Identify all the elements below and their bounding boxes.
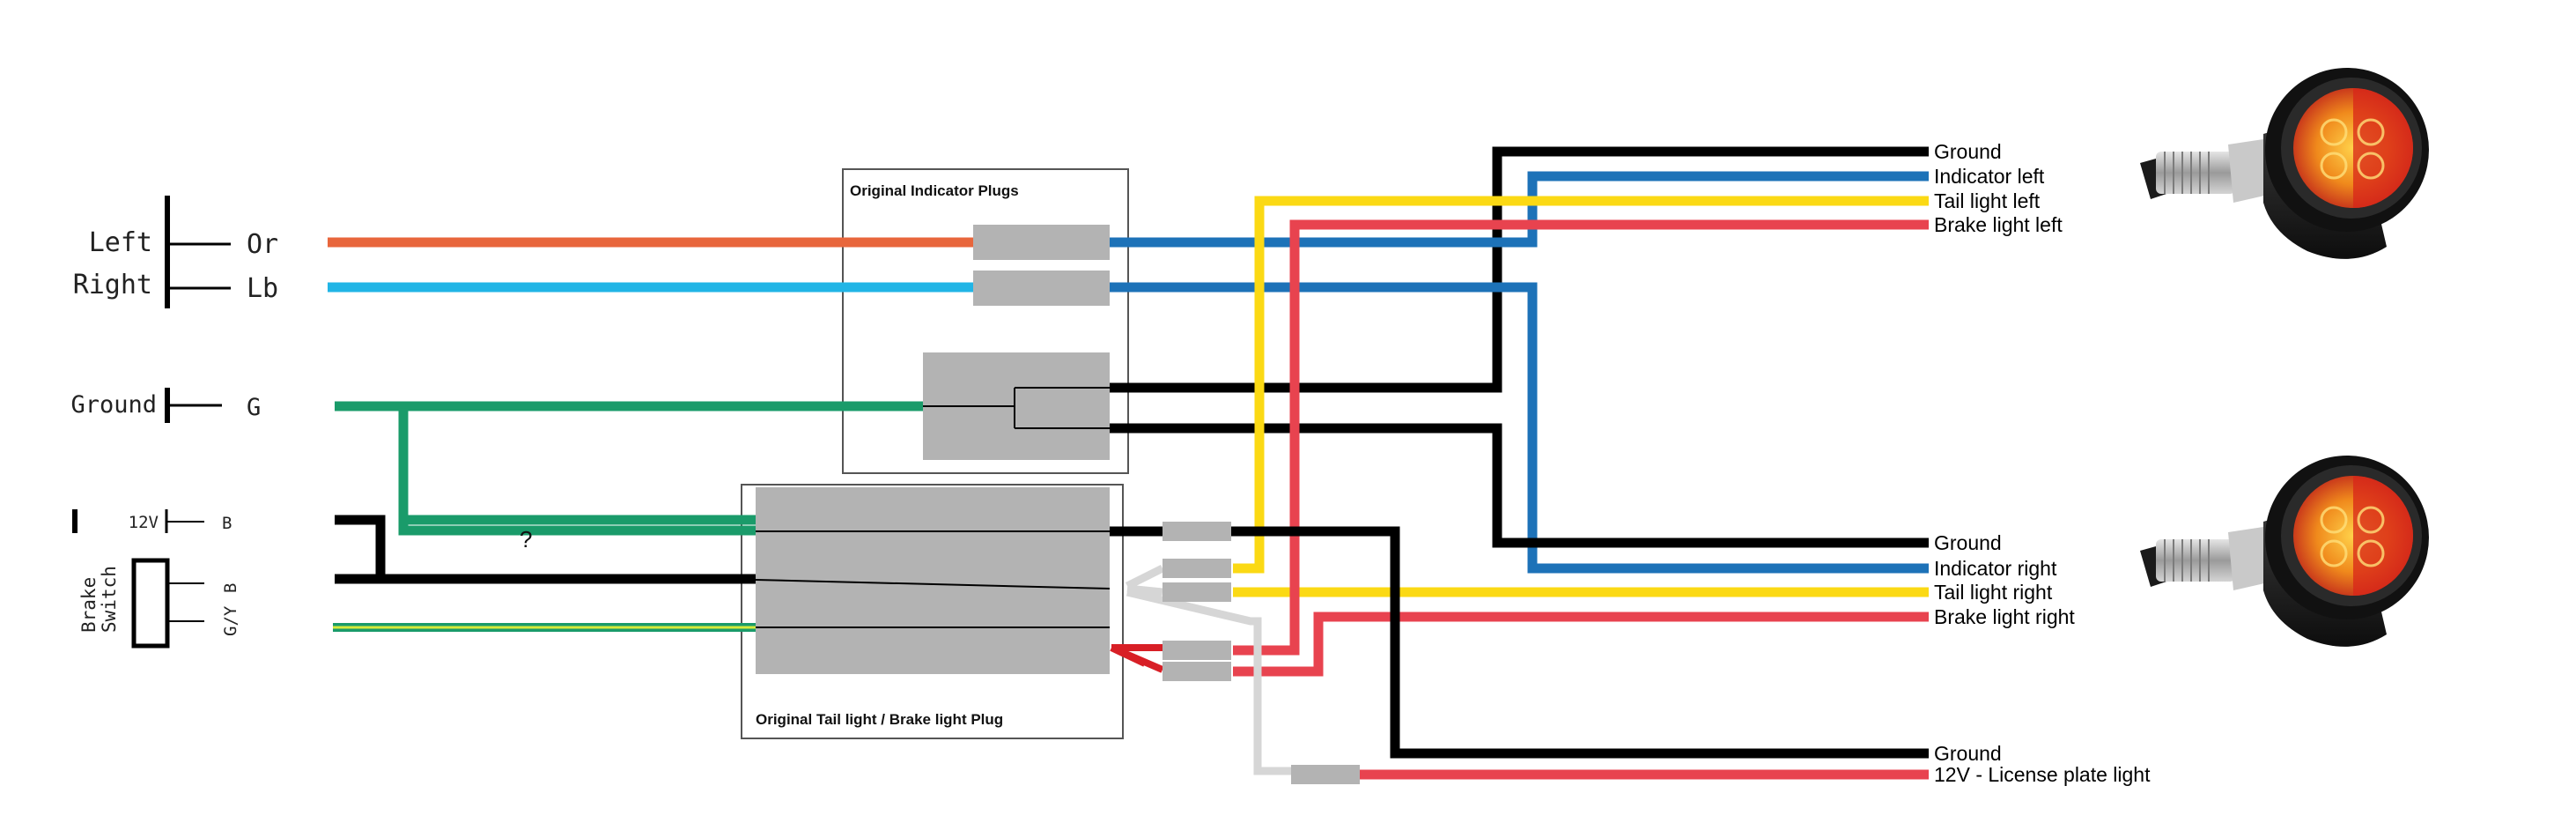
label-indicator-left: Indicator left bbox=[1934, 165, 2045, 188]
tail-brake-plug-title: Original Tail light / Brake light Plug bbox=[756, 711, 1003, 728]
connector-brake-left bbox=[1163, 641, 1231, 660]
wire-indicator-left bbox=[1110, 171, 1929, 248]
brake-switch-terminal-gy: G/Y bbox=[221, 605, 240, 636]
wire-red-jumper bbox=[1110, 644, 1164, 673]
connector-brake-right bbox=[1163, 662, 1231, 681]
wire-indicator-right bbox=[1110, 282, 1929, 574]
wire-ground-left bbox=[1110, 146, 1929, 393]
indicator-plugs-box bbox=[842, 168, 1129, 474]
wire-brake-right bbox=[1233, 612, 1929, 677]
switch-label-left: Left bbox=[89, 227, 152, 258]
switch-label-right: Right bbox=[73, 270, 152, 300]
labels-left-lamp: Ground Indicator left Tail light left Br… bbox=[1934, 140, 2063, 236]
ground-terminal: Ground G bbox=[70, 388, 261, 423]
indicator-plugs-title: Original Indicator Plugs bbox=[850, 182, 1019, 199]
wire-black-12v bbox=[335, 515, 386, 579]
wire-brake-left bbox=[1233, 219, 1929, 656]
label-brake-right: Brake light right bbox=[1934, 605, 2075, 628]
wire-green-branch-1 bbox=[398, 406, 756, 536]
input-wires: ? bbox=[328, 237, 973, 632]
brake-switch-label-2: Switch bbox=[99, 566, 120, 633]
wire-tail-left bbox=[1233, 196, 1929, 574]
wire-gray-jumpers bbox=[1125, 564, 1293, 775]
brake-switch: Brake Switch B G/Y bbox=[78, 558, 240, 649]
indicator-left-plug bbox=[973, 225, 1110, 260]
switch-label-lb: Lb bbox=[247, 273, 278, 304]
label-brake-left: Brake light left bbox=[1934, 213, 2063, 236]
wire-ground-right bbox=[1110, 423, 1929, 548]
indicator-right-plug bbox=[973, 271, 1110, 306]
power-terminal: 12V B bbox=[72, 509, 232, 533]
label-ground-left: Ground bbox=[1934, 140, 2002, 163]
label-ground-plate: Ground bbox=[1934, 742, 2002, 765]
question-mark: ? bbox=[520, 526, 532, 552]
ground-terminal-label: Ground bbox=[70, 391, 157, 419]
power-terminal-b: B bbox=[222, 514, 232, 533]
tail-brake-plug-box bbox=[741, 484, 1124, 739]
labels-license-plate: Ground 12V - License plate light bbox=[1934, 742, 2151, 786]
label-tail-left: Tail light left bbox=[1934, 189, 2041, 212]
label-tail-right: Tail light right bbox=[1934, 581, 2053, 604]
connector-ground bbox=[1163, 522, 1231, 541]
connector-plugs bbox=[1163, 522, 1360, 784]
wire-ground-plate bbox=[1110, 526, 1929, 759]
power-terminal-label: 12V bbox=[129, 513, 159, 532]
indicator-lamp-icon bbox=[2140, 456, 2429, 647]
indicator-lamp-icon bbox=[2140, 68, 2429, 259]
switch-label-or: Or bbox=[247, 229, 278, 260]
label-license-plate: 12V - License plate light bbox=[1934, 763, 2151, 786]
connector-tail-left bbox=[1163, 559, 1231, 578]
brake-switch-terminal-b: B bbox=[221, 583, 240, 593]
labels-right-lamp: Ground Indicator right Tail light right … bbox=[1934, 531, 2075, 628]
plug-internal-lines bbox=[755, 387, 1111, 628]
connector-license bbox=[1291, 765, 1360, 784]
label-indicator-right: Indicator right bbox=[1934, 557, 2057, 580]
output-wires bbox=[1110, 146, 1929, 780]
connector-tail-right bbox=[1163, 582, 1231, 602]
label-ground-right: Ground bbox=[1934, 531, 2002, 554]
ground-terminal-g: G bbox=[247, 394, 261, 421]
handlebar-switch: Left Or Right Lb bbox=[73, 196, 278, 308]
brake-switch-label-1: Brake bbox=[78, 577, 100, 633]
